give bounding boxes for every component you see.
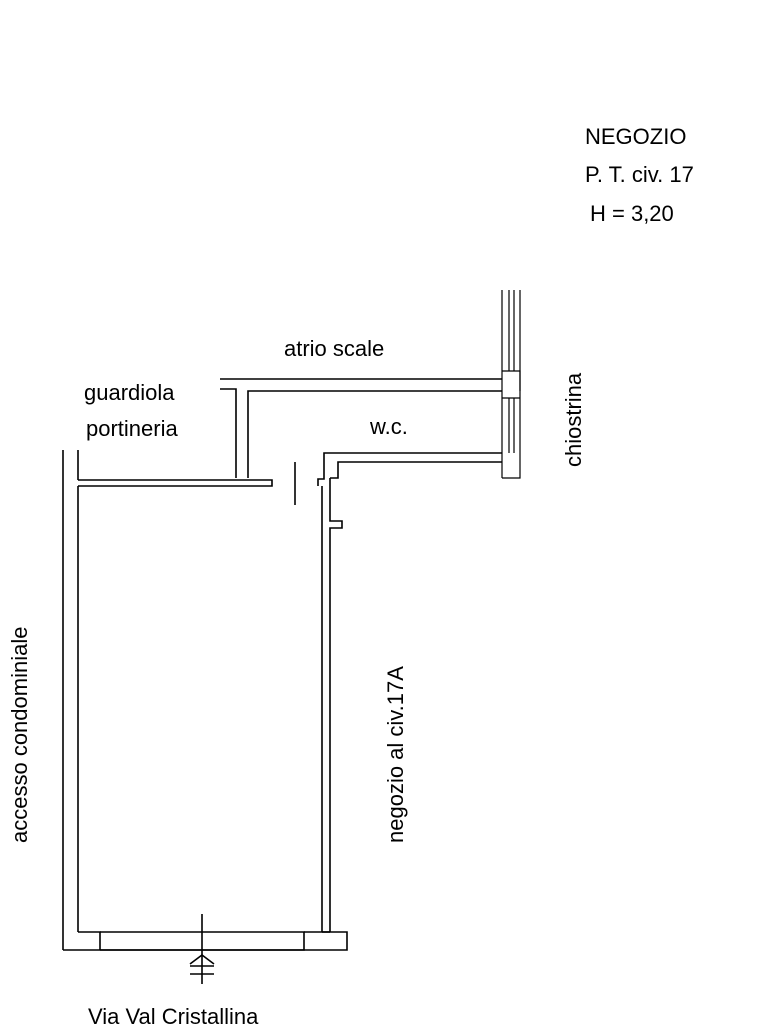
label-wc: w.c. bbox=[369, 414, 408, 439]
label-via-val-cristallina: Via Val Cristallina bbox=[88, 1004, 259, 1024]
label-accesso-condominiale: accesso condominiale bbox=[7, 627, 32, 843]
wall-wc-left bbox=[317, 452, 502, 486]
title-line-civico: P. T. civ. 17 bbox=[585, 162, 694, 187]
entrance-arrow-icon bbox=[189, 914, 215, 984]
label-negozio-civ-17a: negozio al civ.17A bbox=[383, 666, 408, 843]
wall-atrio-bottom bbox=[220, 388, 237, 478]
wall-wc-bottom bbox=[330, 461, 502, 479]
label-atrio-scale: atrio scale bbox=[284, 336, 384, 361]
window-chiostrina-1 bbox=[502, 370, 521, 391]
title-line-negozio: NEGOZIO bbox=[585, 124, 686, 149]
room-labels: atrio scale guardiola portineria w.c. ch… bbox=[7, 336, 586, 1024]
wall-guardiola-inner bbox=[247, 390, 502, 478]
title-block: NEGOZIO P. T. civ. 17 H = 3,20 bbox=[585, 124, 694, 226]
wall-shop-right-outer bbox=[329, 478, 343, 932]
wall-guardiola-bottom bbox=[78, 479, 273, 487]
label-chiostrina: chiostrina bbox=[561, 372, 586, 467]
label-portineria: portineria bbox=[86, 416, 178, 441]
title-line-height: H = 3,20 bbox=[590, 201, 674, 226]
facade-front-inner bbox=[78, 931, 101, 950]
label-guardiola: guardiola bbox=[84, 380, 175, 405]
facade-chiostrina-4 bbox=[502, 290, 521, 479]
